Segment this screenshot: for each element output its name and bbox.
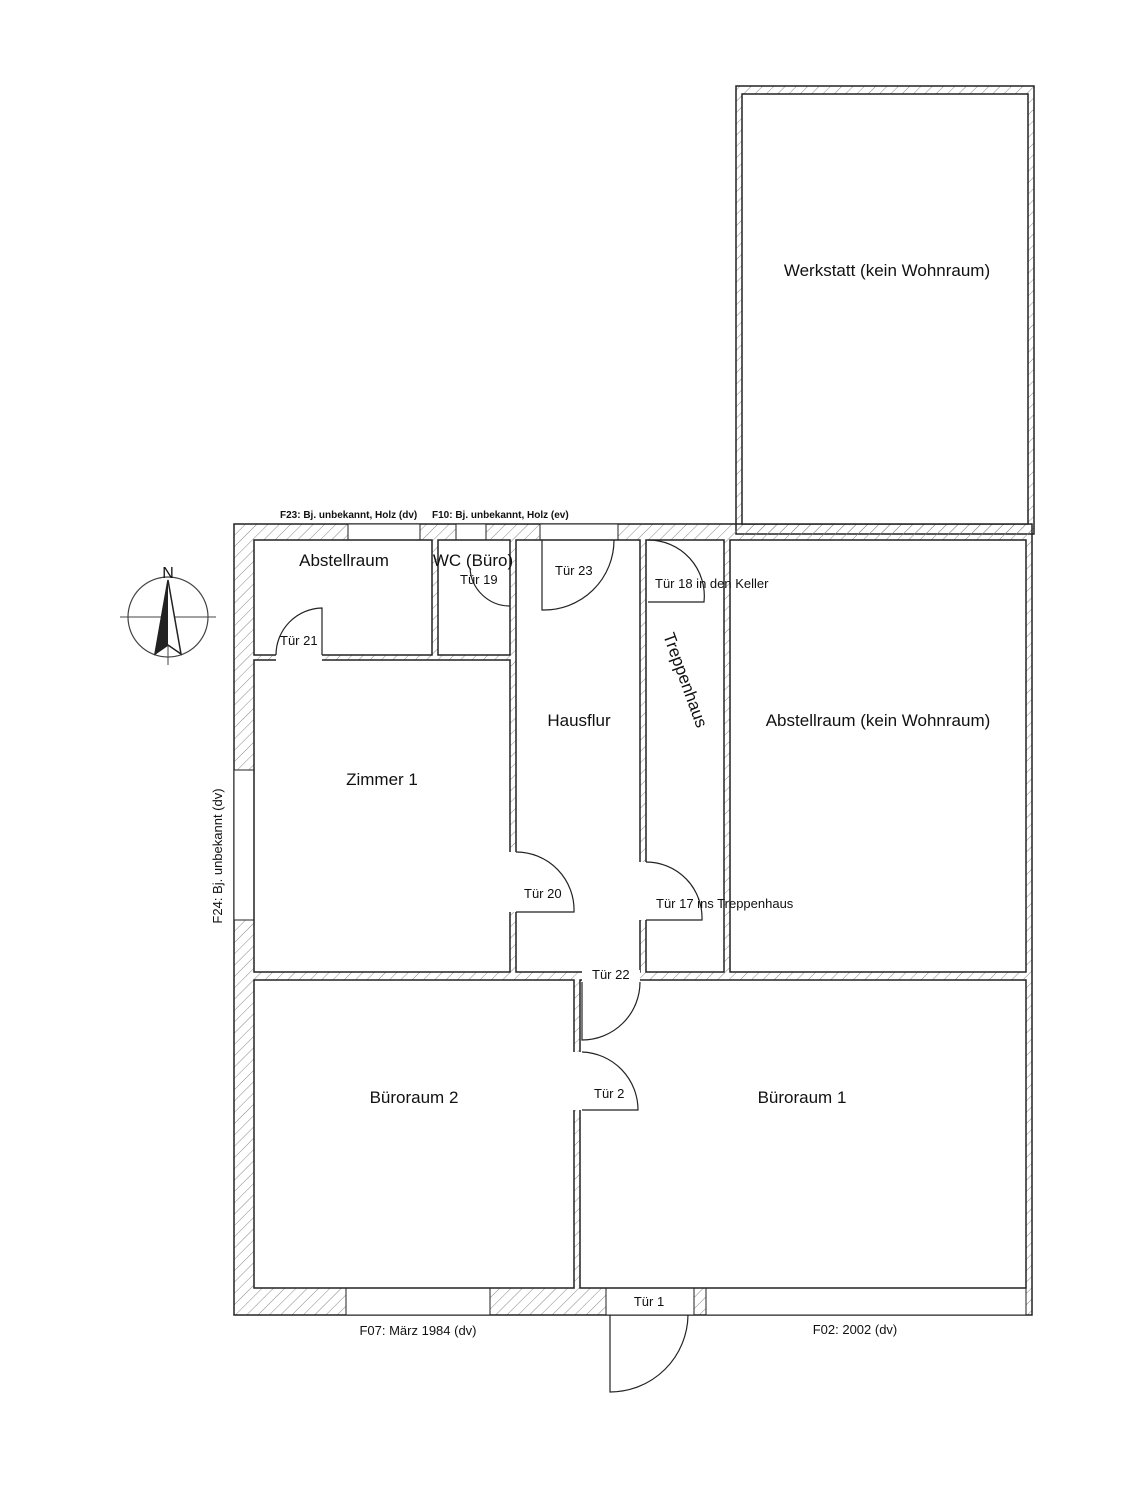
room-bueroraum1: [579, 979, 1027, 1289]
room-wc: [437, 539, 511, 656]
label-window-f10: F10: Bj. unbekannt, Holz (ev): [432, 510, 569, 521]
label-window-f07: F07: März 1984 (dv): [359, 1323, 476, 1338]
room-werkstatt: [741, 93, 1029, 525]
window-f10a: [455, 523, 487, 541]
door-swing-t22: [581, 981, 641, 1041]
north-compass-icon: N: [120, 565, 216, 665]
label-door-19: Tür 19: [460, 572, 498, 587]
door-swing-t21: [275, 607, 323, 656]
label-hausflur: Hausflur: [547, 711, 611, 730]
window-f07: [345, 1287, 491, 1316]
room-bueroraum2: [253, 979, 575, 1289]
label-window-f02: F02: 2002 (dv): [813, 1322, 898, 1337]
room-abstellraum: [253, 539, 433, 656]
label-door-1: Tür 1: [634, 1294, 664, 1309]
window-f23: [347, 523, 421, 541]
door-swing-t2: [581, 1051, 639, 1111]
label-werkstatt: Werkstatt (kein Wohnraum): [784, 261, 990, 280]
door-swing-t19: [469, 567, 511, 607]
label-door-22: Tür 22: [592, 967, 630, 982]
door-swing-t18: [647, 539, 705, 603]
compass-n-label: N: [162, 565, 174, 582]
label-window-f23: F23: Bj. unbekannt, Holz (dv): [280, 510, 417, 521]
label-door-2: Tür 2: [594, 1086, 624, 1101]
label-door-17: Tür 17 ins Treppenhaus: [656, 896, 794, 911]
label-abstellraum-kw: Abstellraum (kein Wohnraum): [766, 711, 991, 730]
label-door-20: Tür 20: [524, 886, 562, 901]
door-swing-t20: [515, 851, 575, 913]
door-swing-t1: [609, 1314, 689, 1393]
label-abstellraum: Abstellraum: [299, 551, 389, 570]
label-wc: WC (Büro): [433, 551, 513, 570]
label-bueroraum2: Büroraum 2: [370, 1088, 459, 1107]
room-hausflur: [515, 539, 641, 973]
window-f02: [705, 1287, 1027, 1316]
room-treppenhaus: [645, 539, 725, 973]
label-zimmer1: Zimmer 1: [346, 770, 418, 789]
label-window-f24: F24: Bj. unbekannt (dv): [210, 788, 225, 923]
room-zimmer1: [253, 659, 511, 973]
door-swing-t17: [645, 861, 703, 921]
label-bueroraum1: Büroraum 1: [758, 1088, 847, 1107]
label-door-23: Tür 23: [555, 563, 593, 578]
label-door-18: Tür 18 in den Keller: [655, 576, 769, 591]
window-f10b: [539, 523, 619, 541]
room-abstellraum-kw: [729, 539, 1027, 973]
door-swing-t23: [541, 539, 615, 611]
label-door-21: Tür 21: [280, 633, 318, 648]
window-f24: [233, 769, 255, 921]
